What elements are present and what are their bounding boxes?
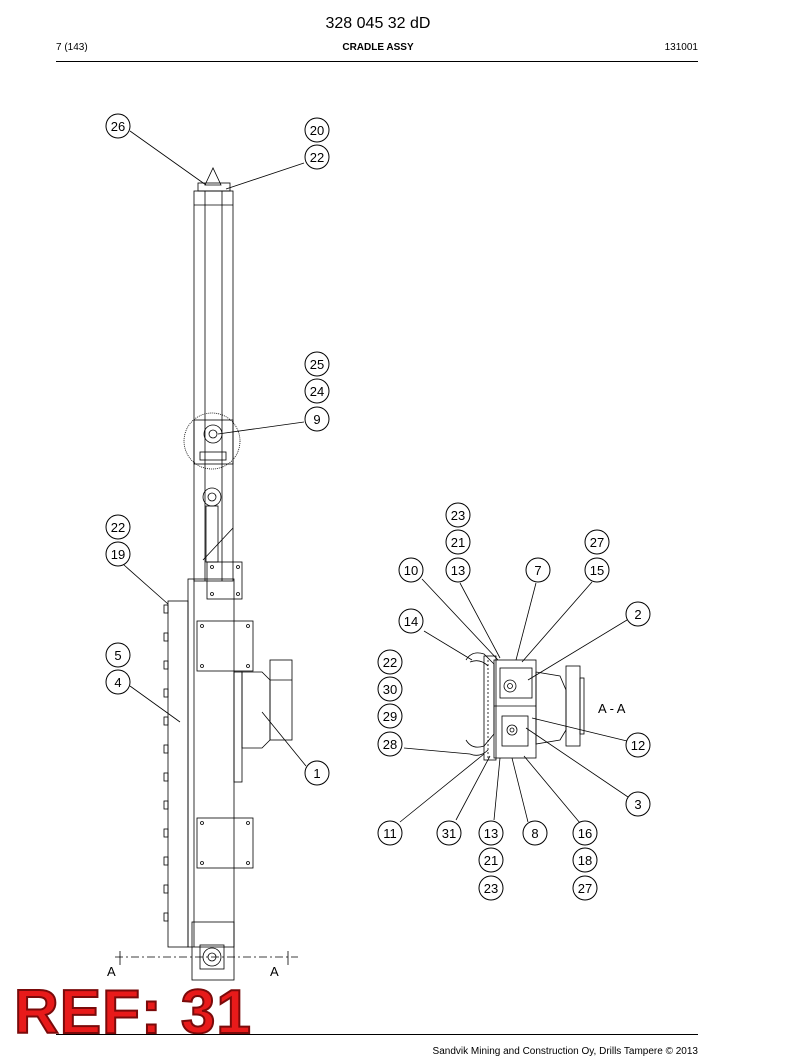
callout-13[interactable]: 13 — [478, 820, 504, 846]
callout-23[interactable]: 23 — [478, 875, 504, 901]
callout-12[interactable]: 12 — [625, 732, 651, 758]
svg-text:23: 23 — [451, 508, 465, 523]
svg-text:13: 13 — [451, 563, 465, 578]
svg-text:27: 27 — [590, 535, 604, 550]
callout-4[interactable]: 4 — [105, 669, 131, 695]
callout-30[interactable]: 30 — [377, 676, 403, 702]
svg-text:19: 19 — [111, 547, 125, 562]
svg-text:30: 30 — [383, 682, 397, 697]
svg-text:20: 20 — [310, 123, 324, 138]
callout-balloons: 26 20 22 25 24 9 22 19 5 4 1 23 21 10 13… — [105, 113, 651, 901]
svg-text:9: 9 — [313, 412, 320, 427]
callout-24[interactable]: 24 — [304, 378, 330, 404]
document-number: 328 045 32 dD — [325, 15, 431, 32]
svg-text:23: 23 — [484, 881, 498, 896]
svg-text:3: 3 — [634, 797, 641, 812]
svg-text:4: 4 — [114, 675, 121, 690]
callout-3[interactable]: 3 — [625, 791, 651, 817]
footer-copyright: Sandvik Mining and Construction Oy, Dril… — [432, 1046, 698, 1057]
callout-22[interactable]: 22 — [304, 144, 330, 170]
callout-19[interactable]: 19 — [105, 541, 131, 567]
callout-25[interactable]: 25 — [304, 351, 330, 377]
svg-text:24: 24 — [310, 384, 324, 399]
svg-text:2: 2 — [634, 607, 641, 622]
callout-21[interactable]: 21 — [478, 847, 504, 873]
svg-text:10: 10 — [404, 563, 418, 578]
svg-text:8: 8 — [531, 826, 538, 841]
callout-9[interactable]: 9 — [304, 406, 330, 432]
svg-text:21: 21 — [451, 535, 465, 550]
document-title: CRADLE ASSY — [342, 42, 414, 53]
svg-text:28: 28 — [383, 737, 397, 752]
callout-31[interactable]: 31 — [436, 820, 462, 846]
svg-text:25: 25 — [310, 357, 324, 372]
callout-11[interactable]: 11 — [377, 820, 403, 846]
callout-14[interactable]: 14 — [398, 608, 424, 634]
svg-text:13: 13 — [484, 826, 498, 841]
svg-text:15: 15 — [590, 563, 604, 578]
svg-text:16: 16 — [578, 826, 592, 841]
svg-text:18: 18 — [578, 853, 592, 868]
callout-16[interactable]: 16 — [572, 820, 598, 846]
callout-7[interactable]: 7 — [525, 557, 551, 583]
cut-marker-left: A — [107, 964, 116, 979]
svg-text:7: 7 — [534, 563, 541, 578]
callout-1[interactable]: 1 — [304, 760, 330, 786]
cut-marker-right: A — [270, 964, 279, 979]
callout-18[interactable]: 18 — [572, 847, 598, 873]
callout-22[interactable]: 22 — [105, 514, 131, 540]
svg-text:1: 1 — [313, 766, 320, 781]
svg-text:21: 21 — [484, 853, 498, 868]
footer-rule — [56, 1034, 698, 1035]
leader-lines — [123, 130, 629, 824]
page-number: 7 (143) — [56, 42, 88, 53]
callout-27[interactable]: 27 — [584, 529, 610, 555]
callout-28[interactable]: 28 — [377, 731, 403, 757]
svg-text:14: 14 — [404, 614, 418, 629]
cradle-side-view — [115, 167, 298, 981]
callout-13[interactable]: 13 — [445, 557, 471, 583]
callout-15[interactable]: 15 — [584, 557, 610, 583]
section-view — [465, 652, 585, 761]
svg-text:12: 12 — [631, 738, 645, 753]
svg-text:27: 27 — [578, 881, 592, 896]
callout-29[interactable]: 29 — [377, 703, 403, 729]
svg-text:5: 5 — [114, 648, 121, 663]
ref-stamp: REF: 31 — [13, 978, 252, 1047]
header-rule — [56, 61, 698, 62]
callout-26[interactable]: 26 — [105, 113, 131, 139]
svg-text:22: 22 — [383, 655, 397, 670]
document-code: 131001 — [664, 42, 698, 53]
svg-text:31: 31 — [442, 826, 456, 841]
callout-20[interactable]: 20 — [304, 117, 330, 143]
svg-text:26: 26 — [111, 119, 125, 134]
svg-text:22: 22 — [111, 520, 125, 535]
svg-text:29: 29 — [383, 709, 397, 724]
svg-text:11: 11 — [383, 826, 397, 841]
callout-8[interactable]: 8 — [522, 820, 548, 846]
callout-2[interactable]: 2 — [625, 601, 651, 627]
callout-23[interactable]: 23 — [445, 502, 471, 528]
section-view-label: A - A — [598, 701, 626, 716]
callout-5[interactable]: 5 — [105, 642, 131, 668]
callout-21[interactable]: 21 — [445, 529, 471, 555]
callout-10[interactable]: 10 — [398, 557, 424, 583]
callout-22[interactable]: 22 — [377, 649, 403, 675]
callout-27[interactable]: 27 — [572, 875, 598, 901]
svg-text:22: 22 — [310, 150, 324, 165]
